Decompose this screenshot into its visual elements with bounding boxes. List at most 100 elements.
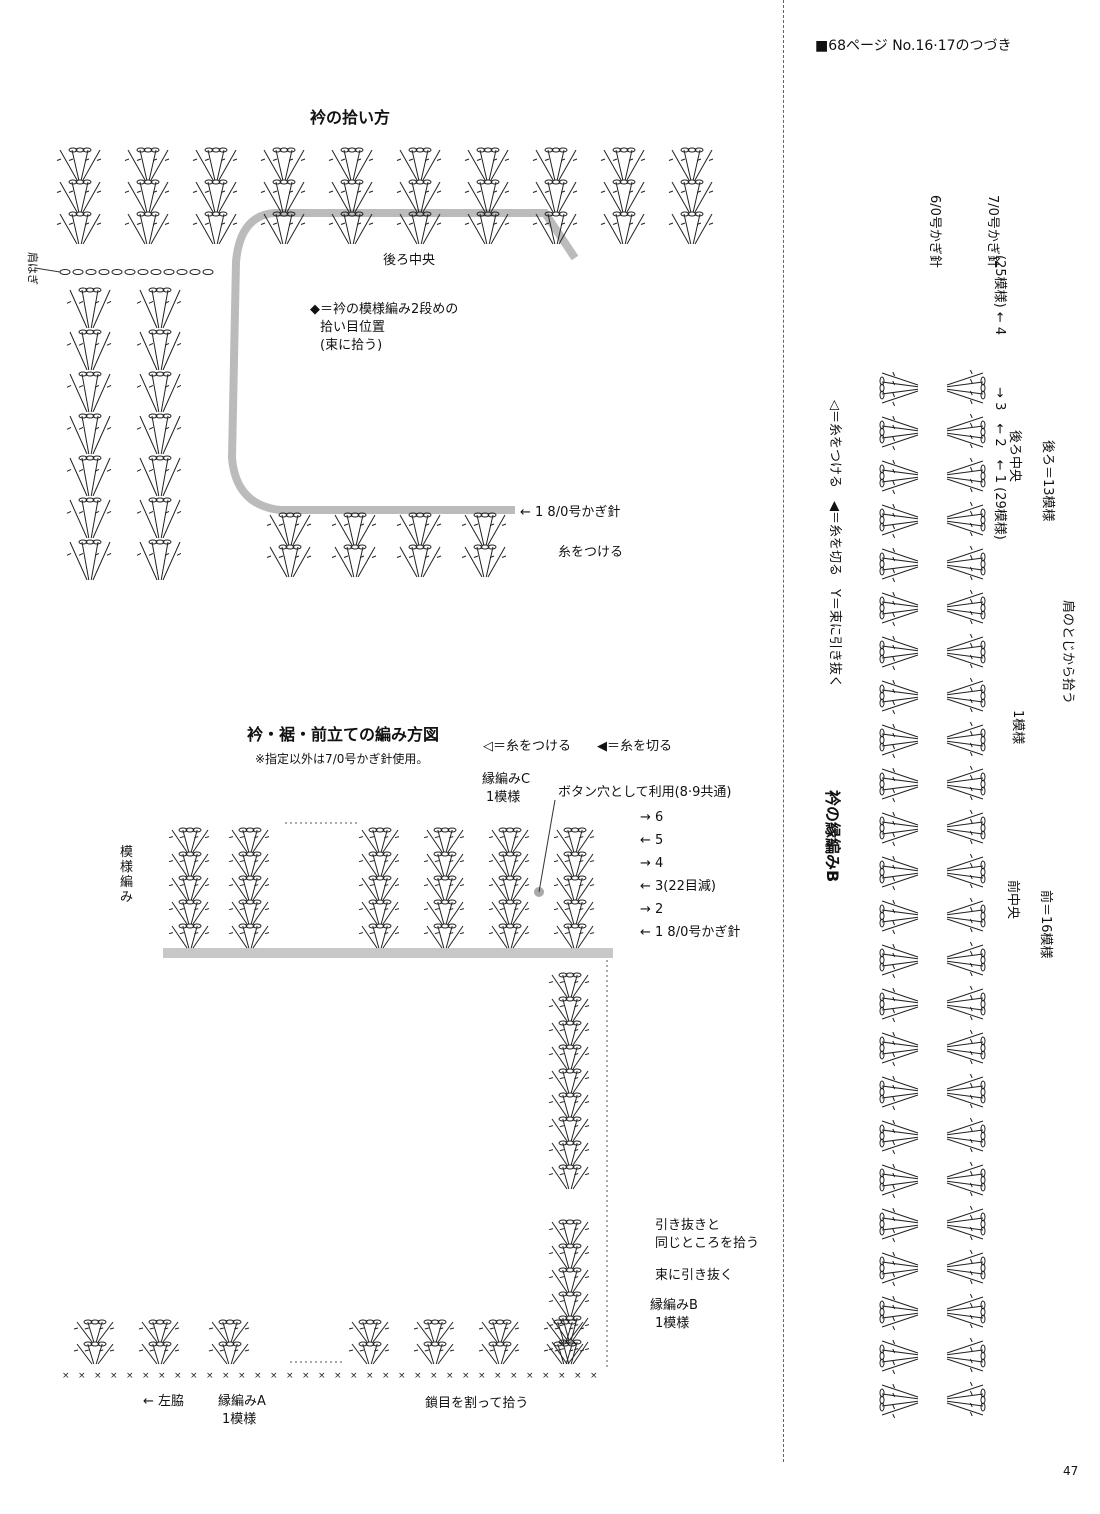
edging-c-repeat: 1模様 xyxy=(486,790,521,805)
stitch-fan xyxy=(208,1341,250,1365)
stitch-fan xyxy=(879,987,919,1023)
stitch-fan xyxy=(548,1267,590,1293)
sc-stitch: × xyxy=(494,1371,502,1381)
left-side-label: ← 左脇 xyxy=(143,1394,185,1409)
chain-stitch xyxy=(202,269,214,275)
stitch-fan xyxy=(548,972,590,998)
sc-stitch: × xyxy=(398,1371,406,1381)
sc-stitch: × xyxy=(254,1371,262,1381)
sc-stitch: × xyxy=(158,1371,166,1381)
stitch-fan xyxy=(396,179,442,213)
pickup-note-1: ◆＝衿の模様編み2段めの xyxy=(310,302,459,317)
stitch-fan xyxy=(66,539,112,581)
sc-stitch: × xyxy=(430,1371,438,1381)
pickup-same-label: 引き抜きと xyxy=(655,1218,721,1233)
stitch-fan xyxy=(168,875,210,901)
continuation-header: ■68ページ No.16·17のつづき xyxy=(815,38,1012,54)
split-chain-label: 鎖目を割って拾う xyxy=(425,1396,529,1411)
stitch-fan xyxy=(548,1044,590,1070)
stitch-fan xyxy=(946,1205,986,1241)
shoulder-pickup-label: 肩のとじから拾う xyxy=(1060,600,1075,705)
stitch-fan xyxy=(136,371,182,413)
back-center-label: 後ろ中央 xyxy=(383,253,436,268)
stitch-fan xyxy=(168,923,210,949)
stitch-fan xyxy=(396,544,442,578)
sc-stitch: × xyxy=(206,1371,214,1381)
page-number: 47 xyxy=(1063,1464,1079,1478)
stitch-fan xyxy=(56,179,102,213)
front-center-label: 前中央 xyxy=(1005,880,1020,920)
sc-stitch: × xyxy=(62,1371,70,1381)
pickup-same-label-2: 同じところを拾う xyxy=(655,1236,760,1251)
chain-stitch xyxy=(124,269,136,275)
stitch-fan xyxy=(879,1075,919,1111)
stitch-fan xyxy=(192,211,238,245)
stitch-fan xyxy=(668,147,714,181)
stitch-fan xyxy=(879,1207,919,1243)
front-count: 前＝16模様 xyxy=(1038,890,1053,959)
stitch-fan xyxy=(946,1161,986,1197)
collar-rows-top: (25模様) ← 4 → 3 ← 2 ← 1 (29模様) xyxy=(992,255,1007,540)
stitch-fan xyxy=(396,147,442,181)
stitch-fan xyxy=(946,369,986,405)
stitch-fan xyxy=(464,147,510,181)
chain-stitch xyxy=(98,269,110,275)
stitch-fan xyxy=(413,1319,455,1343)
stitch-fan xyxy=(66,413,112,455)
stitch-fan xyxy=(548,1068,590,1094)
sc-stitch: × xyxy=(366,1371,374,1381)
stitch-fan xyxy=(548,1116,590,1142)
stitch-fan xyxy=(358,923,400,949)
stitch-fan xyxy=(879,459,919,495)
stitch-fan xyxy=(413,1341,455,1365)
stitch-fan xyxy=(879,1119,919,1155)
leader-line xyxy=(538,799,556,893)
stitch-fan xyxy=(66,371,112,413)
stitch-fan xyxy=(879,635,919,671)
stitch-fan xyxy=(879,547,919,583)
hook-7-label: 7/0号かぎ針 xyxy=(985,195,1000,268)
edging-chart-title: 衿・裾・前立ての編み方図 xyxy=(247,725,440,744)
stitch-fan xyxy=(124,179,170,213)
stitch-fan xyxy=(553,851,595,877)
stitch-fan xyxy=(138,1319,180,1343)
stitch-fan xyxy=(328,179,374,213)
stitch-fan xyxy=(331,544,377,578)
stitch-fan xyxy=(331,512,377,546)
pickup-note-2: 拾い目位置 xyxy=(320,320,386,335)
back-center-right: 後ろ中央 xyxy=(1007,430,1022,483)
stitch-fan xyxy=(168,827,210,853)
stitch-fan xyxy=(124,147,170,181)
sc-stitch: × xyxy=(142,1371,150,1381)
stitch-fan xyxy=(73,1341,115,1365)
attach-yarn-label: 糸をつける xyxy=(558,545,624,560)
edging-a-label: 縁編みA xyxy=(218,1394,266,1409)
sc-stitch: × xyxy=(126,1371,134,1381)
stitch-fan xyxy=(260,179,306,213)
stitch-fan xyxy=(879,1383,919,1419)
stitch-fan xyxy=(138,1341,180,1365)
collar-edging-b-title: 衿の縁編みB xyxy=(823,790,842,883)
stitch-fan xyxy=(168,899,210,925)
stitch-fan xyxy=(879,371,919,407)
stitch-fan xyxy=(879,415,919,451)
sc-stitch: × xyxy=(446,1371,454,1381)
stitch-fan xyxy=(73,1319,115,1343)
stitch-fan xyxy=(946,941,986,977)
stitch-fan xyxy=(548,1020,590,1046)
stitch-fan xyxy=(543,1341,585,1365)
stitch-fan xyxy=(879,1163,919,1199)
stitch-fan xyxy=(488,827,530,853)
stitch-fan xyxy=(136,329,182,371)
edging-c-label: 縁編みC xyxy=(482,772,531,787)
one-repeat-label: 1模様 xyxy=(1010,710,1025,745)
stitch-fan xyxy=(464,179,510,213)
sc-stitch: × xyxy=(478,1371,486,1381)
sc-stitch: × xyxy=(414,1371,422,1381)
stitch-fan xyxy=(946,853,986,889)
stitch-fan xyxy=(946,1117,986,1153)
stitch-fan xyxy=(461,544,507,578)
row-label: → 2 xyxy=(640,902,664,917)
row-label: → 6 xyxy=(640,810,664,825)
sc-stitch: × xyxy=(542,1371,550,1381)
